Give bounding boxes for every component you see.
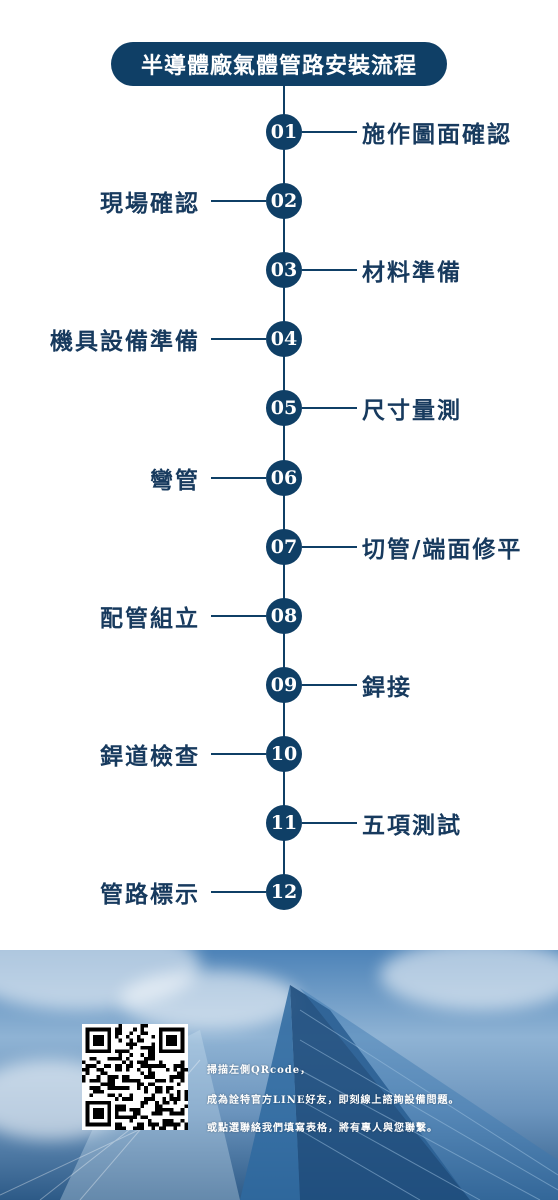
step-connector xyxy=(302,407,357,409)
step-number-badge: 07 xyxy=(266,529,302,565)
step-label: 銲接 xyxy=(362,674,412,701)
step-label: 材料準備 xyxy=(362,259,462,286)
step-connector xyxy=(302,822,357,824)
step-connector xyxy=(211,891,266,893)
process-step-11: 11 五項測試 xyxy=(0,805,558,841)
step-number-badge: 01 xyxy=(266,114,302,150)
step-number-badge: 06 xyxy=(266,460,302,496)
cloud-decoration xyxy=(380,950,558,1010)
process-step-02: 02 現場確認 xyxy=(0,183,558,219)
step-label: 配管組立 xyxy=(100,605,200,632)
process-step-12: 12 管路標示 xyxy=(0,874,558,910)
step-connector xyxy=(302,684,357,686)
process-step-01: 01 施作圖面確認 xyxy=(0,114,558,150)
step-connector xyxy=(211,615,266,617)
process-step-04: 04 機具設備準備 xyxy=(0,321,558,357)
process-step-08: 08 配管組立 xyxy=(0,598,558,634)
process-step-06: 06 彎管 xyxy=(0,460,558,496)
process-step-09: 09 銲接 xyxy=(0,667,558,703)
step-connector xyxy=(211,338,266,340)
step-label: 管路標示 xyxy=(100,881,200,908)
step-number-badge: 11 xyxy=(266,805,302,841)
qr-code-icon[interactable] xyxy=(82,1024,188,1130)
step-number-badge: 10 xyxy=(266,736,302,772)
step-label: 五項測試 xyxy=(362,812,462,839)
step-number-badge: 05 xyxy=(266,390,302,426)
step-label: 切管/端面修平 xyxy=(362,536,523,563)
step-connector xyxy=(211,753,266,755)
step-number-badge: 04 xyxy=(266,321,302,357)
page-title: 半導體廠氣體管路安裝流程 xyxy=(111,42,447,86)
step-connector xyxy=(302,131,357,133)
process-step-03: 03 材料準備 xyxy=(0,252,558,288)
step-label: 機具設備準備 xyxy=(50,328,200,355)
step-label: 銲道檢查 xyxy=(100,743,200,770)
footer-line-2: 成為詮特官方LINE好友，即刻線上諮詢設備問題。 xyxy=(207,1095,460,1106)
step-label: 現場確認 xyxy=(100,190,200,217)
step-number-badge: 09 xyxy=(266,667,302,703)
process-step-07: 07 切管/端面修平 xyxy=(0,529,558,565)
step-number-badge: 08 xyxy=(266,598,302,634)
step-connector xyxy=(302,546,357,548)
footer-line-1: 掃描左側QRcode， xyxy=(207,1065,312,1076)
step-label: 尺寸量測 xyxy=(362,397,462,424)
step-number-badge: 12 xyxy=(266,874,302,910)
process-step-05: 05 尺寸量測 xyxy=(0,390,558,426)
step-label: 彎管 xyxy=(150,467,200,494)
step-label: 施作圖面確認 xyxy=(362,121,512,148)
process-step-10: 10 銲道檢查 xyxy=(0,736,558,772)
footer-line-3: 或點選聯絡我們填寫表格，將有專人與您聯繫。 xyxy=(207,1123,438,1134)
cloud-decoration xyxy=(120,970,300,1030)
step-connector xyxy=(302,269,357,271)
step-number-badge: 02 xyxy=(266,183,302,219)
step-connector xyxy=(211,477,266,479)
step-connector xyxy=(211,200,266,202)
step-number-badge: 03 xyxy=(266,252,302,288)
footer-banner xyxy=(0,950,558,1200)
